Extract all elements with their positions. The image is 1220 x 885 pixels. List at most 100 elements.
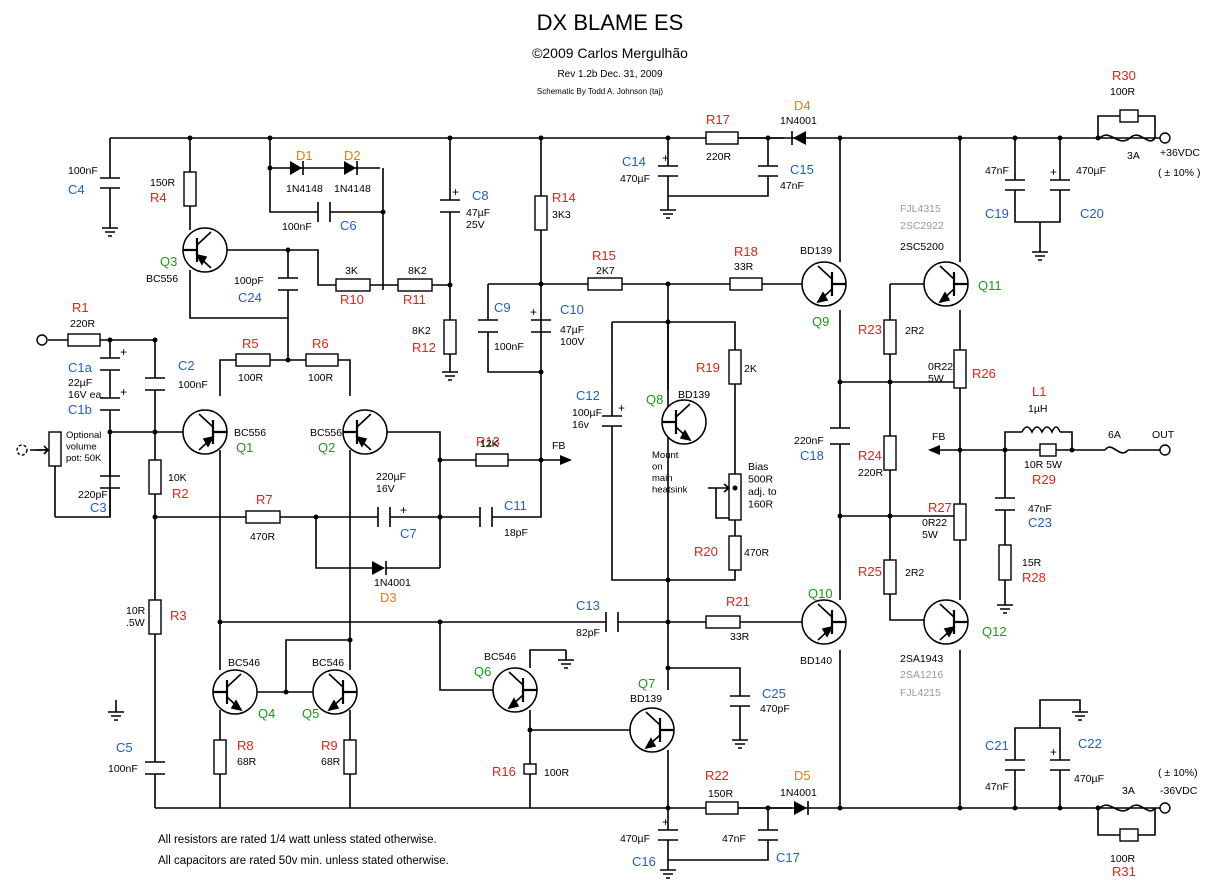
r28-ref: R28 xyxy=(1022,570,1046,585)
c5-ref: C5 xyxy=(116,740,133,755)
revision: Rev 1.2b Dec. 31, 2009 xyxy=(557,69,663,80)
c18-ref: C18 xyxy=(800,448,824,463)
fb-arrows xyxy=(560,445,940,465)
mount-label: heatsink xyxy=(652,485,688,496)
r17-ref: R17 xyxy=(706,112,730,127)
c19-ref: C19 xyxy=(985,206,1009,221)
r30-value: 100R xyxy=(1110,86,1136,98)
c14-ref: C14 xyxy=(622,154,646,169)
c3-value: 220pF xyxy=(78,489,108,501)
r7-ref: R7 xyxy=(256,492,273,507)
c5-value: 100nF xyxy=(108,763,138,775)
r28-value: 15R xyxy=(1022,557,1042,569)
r27-ref: R27 xyxy=(928,500,952,515)
inductor-l1 xyxy=(1021,426,1061,434)
pos-fuse-label: 3A xyxy=(1127,150,1140,162)
neg-rail-tolerance: ( ± 10%) xyxy=(1158,767,1198,779)
c15-value: 47nF xyxy=(780,180,804,192)
r4-value: 150R xyxy=(150,177,176,189)
r15-ref: R15 xyxy=(592,248,616,263)
pot-label: pot: 50K xyxy=(66,453,102,464)
r1-ref: R1 xyxy=(72,300,89,315)
r9-ref: R9 xyxy=(321,738,338,753)
l1-ref: L1 xyxy=(1032,384,1046,399)
r5-value: 100R xyxy=(238,372,264,384)
c7-value: 16V xyxy=(376,483,395,495)
r10-ref: R10 xyxy=(340,292,364,307)
c1a-value: 16V ea. xyxy=(68,389,104,401)
r15-value: 2K7 xyxy=(596,265,615,277)
c24-ref: C24 xyxy=(238,290,262,305)
transistor-symbols xyxy=(182,227,969,753)
r29-ref: R29 xyxy=(1032,472,1056,487)
c22-ref: C22 xyxy=(1078,736,1102,751)
title-block: DX BLAME ES ©2009 Carlos Mergulhão Rev 1… xyxy=(532,10,688,96)
q7-value: BD139 xyxy=(630,693,662,705)
grounds xyxy=(102,209,1088,879)
c21-ref: C21 xyxy=(985,738,1009,753)
r21-value: 33R xyxy=(730,631,750,643)
c11-value: 18pF xyxy=(504,527,528,539)
r11-ref: R11 xyxy=(403,292,426,307)
bias-label: Bias xyxy=(748,461,768,473)
r20-ref: R20 xyxy=(694,544,718,559)
q7-ref: Q7 xyxy=(638,676,655,691)
c13-value: 82pF xyxy=(576,627,600,639)
c1b-ref: C1b xyxy=(68,402,92,417)
r10-value: 3K xyxy=(345,265,358,277)
r27-value: 0R22 xyxy=(922,517,947,529)
r18-ref: R18 xyxy=(734,244,758,259)
fb-label-output: FB xyxy=(932,431,945,443)
c3-ref: C3 xyxy=(90,500,107,515)
d5-value: 1N4001 xyxy=(780,787,817,799)
d3-ref: D3 xyxy=(380,590,397,605)
c17-value: 47nF xyxy=(722,833,746,845)
neg-fuse-label: 3A xyxy=(1122,785,1135,797)
component-labels: R1220RR210KR310R.5WR4150RR5100RR6100RR74… xyxy=(68,68,1136,879)
c2-value: 100nF xyxy=(178,379,208,391)
out-fuse-label: 6A xyxy=(1108,429,1121,441)
c12-ref: C12 xyxy=(576,388,600,403)
r14-ref: R14 xyxy=(552,190,576,205)
c9-value: 100nF xyxy=(494,341,524,353)
c11-ref: C11 xyxy=(504,498,527,513)
q4-ref: Q4 xyxy=(258,706,275,721)
r24-ref: R24 xyxy=(858,448,882,463)
r11-value: 8K2 xyxy=(408,265,427,277)
svg-text:+: + xyxy=(662,815,669,829)
c8-value: 47µF xyxy=(466,207,490,219)
q12-ref: Q12 xyxy=(982,624,1007,639)
bias-label: adj. to xyxy=(748,486,777,498)
q3-value: BC556 xyxy=(146,273,178,285)
d1-ref: D1 xyxy=(296,148,313,163)
c25-value: 470pF xyxy=(760,703,790,715)
c10-value: 100V xyxy=(560,336,585,348)
page-title: DX BLAME ES xyxy=(537,10,684,35)
r12-ref: R12 xyxy=(412,340,436,355)
c6-ref: C6 xyxy=(340,218,357,233)
q6-symbol xyxy=(492,667,538,713)
r6-ref: R6 xyxy=(312,336,329,351)
q6-ref: Q6 xyxy=(474,664,491,679)
r31-ref: R31 xyxy=(1112,864,1136,879)
c1a-value: 22µF xyxy=(68,377,92,389)
q11-symbol xyxy=(923,261,969,307)
r16-ref: R16 xyxy=(492,764,516,779)
d1-value: 1N4148 xyxy=(286,183,323,195)
r5-ref: R5 xyxy=(242,336,259,351)
r1-value: 220R xyxy=(70,318,96,330)
svg-text:+: + xyxy=(1050,745,1057,759)
r23-ref: R23 xyxy=(858,322,882,337)
diodes xyxy=(290,131,809,815)
q9-ref: Q9 xyxy=(812,314,829,329)
c9-ref: C9 xyxy=(494,300,511,315)
r26-ref: R26 xyxy=(972,366,996,381)
r3-value: 10R xyxy=(126,605,146,617)
c23-value: 47nF xyxy=(1028,503,1052,515)
q1-value: BC556 xyxy=(234,427,266,439)
c19-value: 47nF xyxy=(985,165,1009,177)
c14-value: 470µF xyxy=(620,173,650,185)
mount-label: main xyxy=(652,473,673,484)
